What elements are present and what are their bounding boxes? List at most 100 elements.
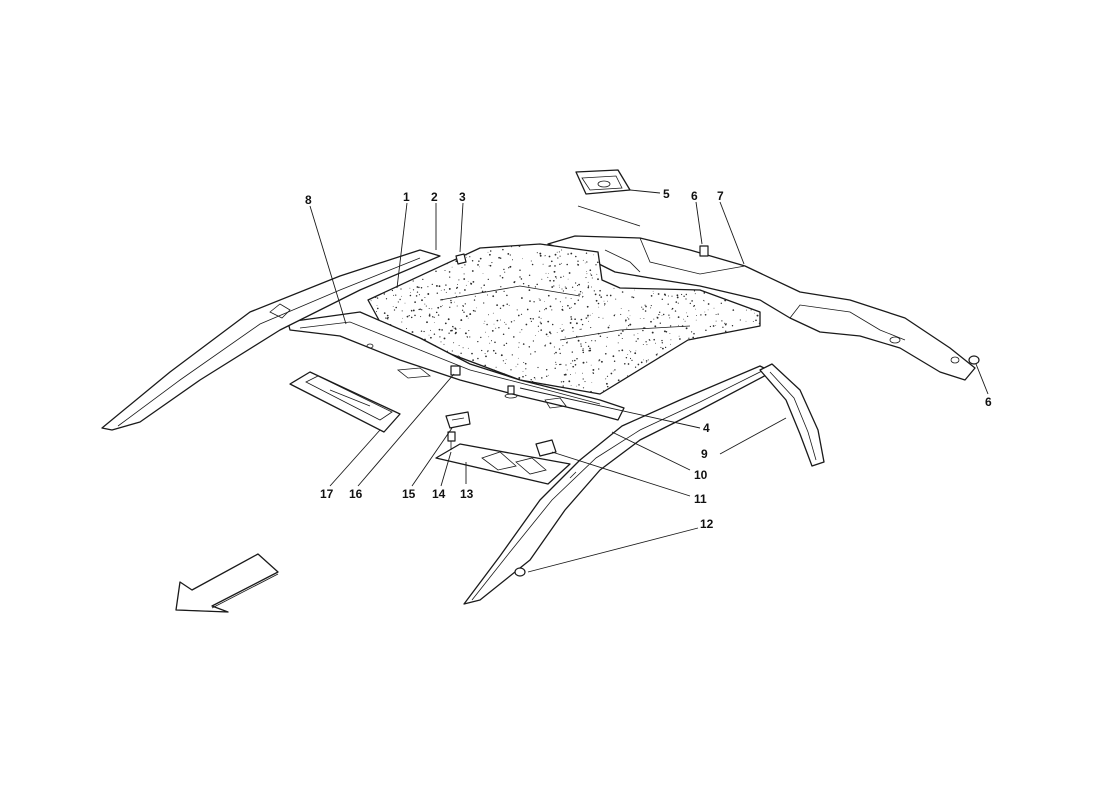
- speckle: [449, 306, 451, 308]
- speckle: [555, 298, 557, 300]
- speckle: [394, 281, 396, 283]
- speckle: [519, 269, 521, 272]
- speckle: [668, 314, 670, 316]
- speckle: [374, 351, 377, 353]
- speckle: [662, 369, 664, 372]
- speckle: [390, 245, 392, 248]
- speckle: [432, 380, 435, 383]
- speckle: [678, 324, 679, 326]
- speckle: [412, 280, 414, 282]
- speckle: [693, 390, 695, 392]
- speckle: [520, 297, 523, 299]
- speckle: [723, 246, 725, 248]
- speckle: [629, 357, 632, 360]
- speckle: [434, 375, 437, 377]
- speckle: [431, 308, 433, 310]
- speckle: [612, 355, 615, 358]
- speckle: [488, 264, 490, 266]
- speckle: [513, 320, 515, 322]
- speckle: [537, 325, 540, 327]
- speckle: [677, 302, 679, 304]
- speckle: [381, 381, 384, 383]
- speckle: [653, 338, 655, 341]
- speckle: [565, 287, 568, 290]
- speckle: [632, 380, 635, 383]
- speckle: [699, 380, 702, 383]
- speckle: [567, 304, 569, 307]
- speckle: [659, 355, 661, 357]
- speckle: [525, 323, 528, 326]
- speckle: [547, 320, 550, 323]
- speckle: [579, 328, 581, 330]
- speckle: [576, 285, 579, 287]
- speckle: [698, 350, 700, 351]
- speckle: [639, 318, 641, 319]
- speckle: [689, 359, 691, 361]
- speckle: [553, 270, 556, 273]
- speckle: [481, 349, 483, 352]
- speckle: [661, 315, 663, 316]
- speckle: [743, 368, 745, 370]
- speckle: [545, 333, 548, 336]
- speckle: [559, 352, 561, 355]
- speckle: [625, 321, 627, 323]
- speckle: [492, 349, 495, 352]
- speckle: [587, 281, 589, 283]
- speckle: [620, 386, 622, 387]
- speckle: [469, 256, 471, 258]
- speckle: [411, 331, 414, 333]
- speckle: [587, 285, 590, 287]
- speckle: [452, 325, 454, 328]
- speckle: [493, 369, 495, 371]
- speckle: [437, 242, 438, 243]
- b-pillar-trim: [759, 363, 825, 467]
- speckle: [672, 391, 674, 393]
- speckle: [454, 332, 457, 335]
- speckle: [500, 286, 502, 288]
- speckle: [582, 387, 585, 389]
- speckle: [657, 284, 660, 287]
- speckle: [724, 242, 725, 243]
- speckle: [461, 249, 464, 251]
- speckle: [688, 337, 690, 339]
- speckle: [489, 250, 492, 252]
- speckle: [499, 257, 502, 259]
- speckle: [454, 382, 455, 383]
- speckle: [467, 347, 469, 349]
- speckle: [642, 308, 644, 310]
- speckle: [679, 338, 681, 340]
- speckle: [650, 307, 652, 309]
- speckle: [548, 255, 551, 258]
- speckle: [618, 350, 620, 352]
- speckle: [714, 359, 716, 361]
- speckle: [373, 393, 375, 394]
- speckle: [668, 242, 670, 244]
- speckle: [574, 363, 577, 366]
- speckle: [598, 359, 601, 361]
- speckle: [470, 282, 472, 284]
- speckle: [755, 319, 757, 322]
- speckle: [590, 273, 591, 275]
- speckle: [471, 270, 474, 272]
- speckle: [740, 389, 742, 391]
- speckle: [576, 357, 578, 360]
- speckle: [589, 314, 591, 316]
- speckle: [370, 300, 372, 302]
- speckle: [463, 311, 465, 313]
- clip-3: [455, 253, 467, 265]
- speckle: [593, 372, 595, 375]
- speckle: [428, 244, 430, 246]
- speckle: [431, 283, 433, 286]
- speckle: [540, 322, 543, 325]
- speckle: [434, 248, 436, 251]
- speckle: [451, 350, 453, 352]
- speckle: [720, 302, 722, 304]
- speckle: [397, 384, 398, 386]
- speckle: [673, 390, 676, 393]
- speckle: [542, 263, 544, 265]
- speckle: [376, 242, 378, 244]
- speckle: [640, 361, 643, 364]
- speckle: [569, 374, 571, 375]
- speckle: [669, 325, 672, 327]
- speckle: [627, 389, 629, 391]
